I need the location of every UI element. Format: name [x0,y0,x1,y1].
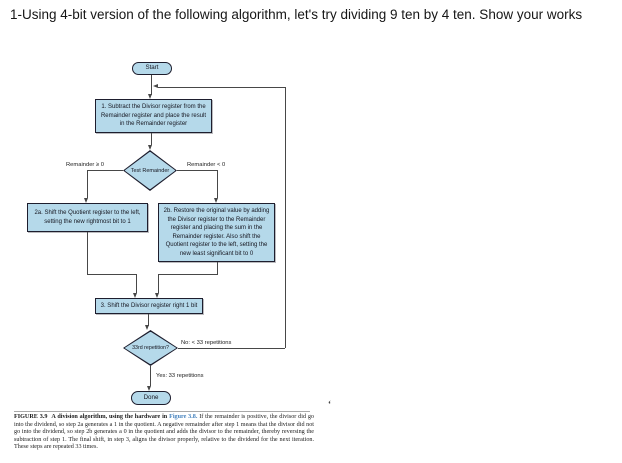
flowchart-step3-box: 3. Shift the Divisor register right 1 bi… [95,298,203,314]
figure-3-8-link[interactable]: Figure 3.8. [169,414,198,420]
branch-right-label: Remainder < 0 [187,162,226,168]
connector [150,366,151,386]
arrowhead-icon [148,94,152,99]
caption-divider [14,411,310,412]
branch-left-label: Remainder ≥ 0 [66,162,104,168]
arrowhead-icon [148,145,152,150]
connector [285,87,286,348]
flowchart-step2b-box: 2b. Restore the original value by adding… [158,203,275,262]
connector [158,274,218,275]
connector [217,262,218,275]
caption-bold-title: A division algorithm, using the hardware… [51,414,170,420]
connector [87,274,137,275]
arrowhead-icon [147,386,151,391]
flowchart-start-node: Start [132,62,172,75]
connector [87,170,123,171]
arrowhead-icon [84,198,88,203]
repetition-test-label: 33rd repetition? [132,345,169,351]
yes-branch-label: Yes: 33 repetitions [156,373,204,379]
flowchart-step1-box: 1. Subtract the Divisor register from th… [95,99,212,133]
connector [87,232,88,275]
arrowhead-icon [145,325,149,330]
arrowhead-icon [133,293,137,298]
connector [158,87,285,88]
arrowhead-icon [214,198,218,203]
connector [151,133,152,145]
test-remainder-label: Test Remainder [130,167,170,174]
flowchart-step2a-box: 2a. Shift the Quotient register to the l… [27,203,148,232]
connector [217,170,218,198]
question-title: 1-Using 4-bit version of the following a… [10,7,583,22]
connector [178,348,285,349]
figure-number-label: FIGURE 3.9 [14,414,48,420]
flowchart-done-node: Done [131,391,171,405]
no-branch-label: No: < 33 repetitions [181,340,232,346]
stray-mark: ‘ [328,399,331,409]
connector [87,170,88,198]
arrowhead-icon [155,293,159,298]
connector [158,274,159,293]
arrowhead-icon [153,84,158,88]
caption-body-text: If the remainder is positive, the diviso… [14,414,315,451]
connector [148,314,149,326]
connector [177,170,217,171]
connector [151,75,152,95]
connector [136,274,137,293]
